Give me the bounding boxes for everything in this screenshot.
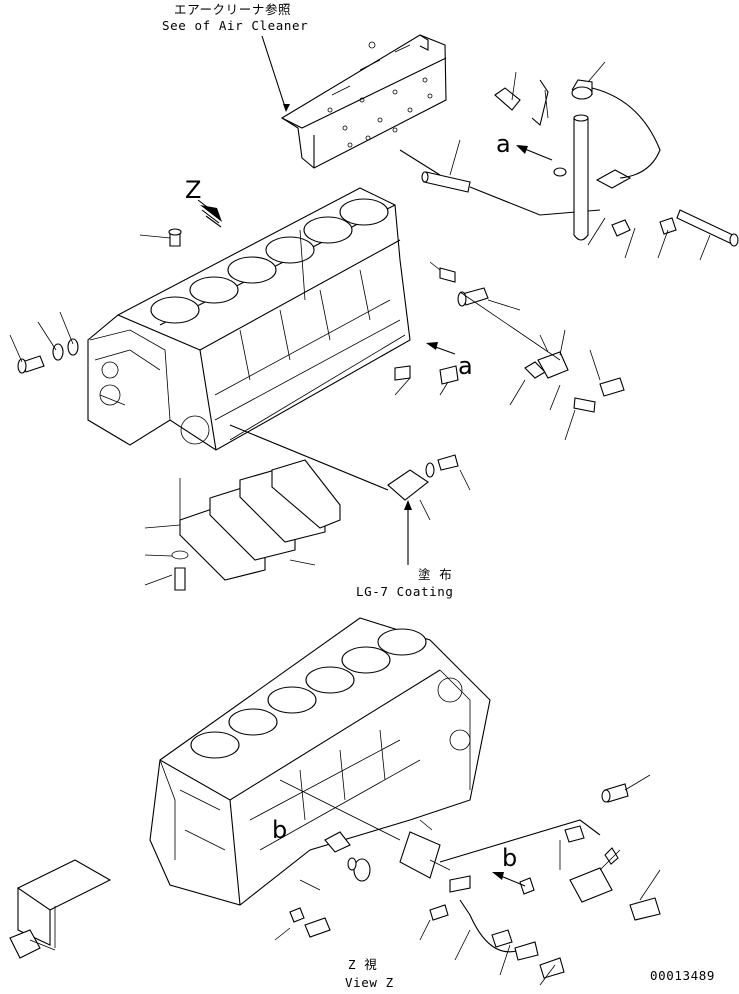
drawing-number: 00013489 (650, 968, 715, 983)
view-z-marker (9, 859, 112, 959)
side-fittings-top (9, 228, 625, 441)
ref-b-left: b (272, 816, 287, 844)
ref-a-middle: a (458, 352, 473, 380)
main-bearing-caps (144, 459, 341, 591)
arrow-a-middle (426, 342, 456, 355)
view-label-jp: Z 視 (348, 957, 377, 972)
air-cleaner-label-en: See of Air Cleaner (162, 18, 308, 33)
air-cleaner-bracket (280, 34, 447, 169)
coating-label-en: LG-7 Coating (356, 584, 454, 599)
view-z-direction-arrow (197, 199, 222, 228)
coating-label-jp: 塗 布 (418, 567, 452, 582)
air-cleaner-label-jp: エアークリーナ参照 (174, 2, 291, 17)
cylinder-block-bottom (149, 617, 491, 906)
ref-a-top: a (496, 130, 511, 158)
cylinder-block-top (87, 187, 411, 451)
view-label-en: View Z (345, 975, 394, 990)
ref-b-right: b (502, 844, 517, 872)
breather-pipe-group (399, 61, 739, 261)
view-letter-z: Z (185, 176, 201, 204)
arrow-b-right (492, 872, 526, 887)
sensors-harness-bottom (274, 774, 661, 986)
air-cleaner-callout: エアークリーナ参照 See of Air Cleaner (162, 2, 308, 112)
arrow-a-top (516, 145, 553, 161)
cover-plate (229, 424, 471, 565)
